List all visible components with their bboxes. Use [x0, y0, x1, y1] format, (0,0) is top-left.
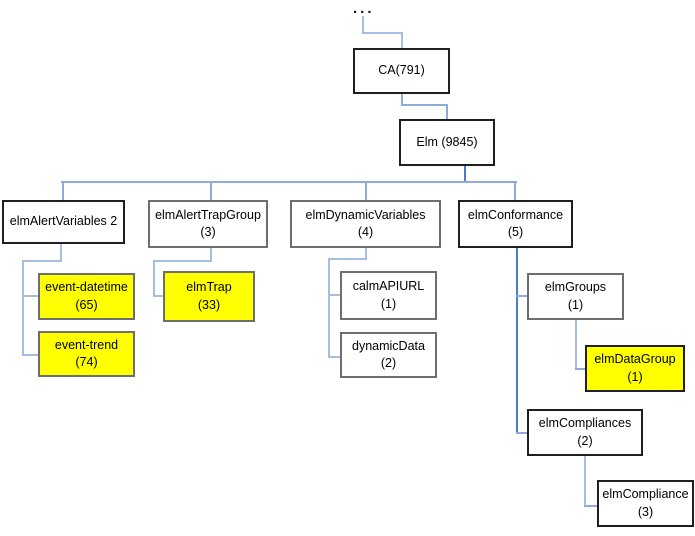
- connector-elm-compliances-to-elm-compliance: [584, 456, 586, 507]
- connector-rail-to-elm-dynamic-variables: [365, 181, 367, 200]
- node-label: calmAPIURL: [352, 279, 425, 293]
- connector-to-event-trend: [22, 354, 38, 356]
- node-label: elmAlertVariables 2: [9, 214, 118, 229]
- connector-elm-alert-trap-group-drop: [153, 260, 212, 262]
- connector-ellipsis-to-ca: [362, 32, 403, 34]
- node-elm-label: Elm (9845): [416, 134, 478, 149]
- connector-to-event-datetime: [22, 295, 38, 297]
- node-ca: CA(791): [353, 48, 450, 94]
- node-count: (65): [75, 297, 98, 312]
- connector-elm-alert-variables-trunk: [22, 260, 24, 356]
- node-elm-alert-variables: elmAlertVariables 2: [2, 200, 125, 244]
- node-elm-data-group: elmDataGroup (1): [585, 345, 685, 392]
- node-count: (4): [357, 225, 374, 239]
- connector-elm-groups-to-elm-data-group: [575, 320, 577, 370]
- node-count: (1): [567, 297, 584, 312]
- node-elm-alert-trap-group: elmAlertTrapGroup (3): [148, 200, 268, 248]
- node-count: (5): [507, 225, 524, 239]
- connector-elm-alert-variables-drop: [60, 244, 62, 262]
- node-label: elmDynamicVariables: [305, 207, 426, 222]
- node-dynamic-data: dynamicData (2): [340, 332, 437, 378]
- connector-elm-alert-trap-group-trunk: [153, 260, 155, 297]
- node-elm-groups: elmGroups (1): [527, 273, 624, 320]
- node-label: event-trend: [54, 337, 119, 352]
- node-label: elmCompliances: [538, 416, 632, 430]
- connector-elm-dynamic-variables-trunk: [328, 258, 330, 358]
- node-count: (33): [197, 297, 221, 312]
- connector-to-elm-groups: [516, 295, 527, 297]
- connector-elm-alert-variables-drop: [22, 260, 62, 262]
- node-label: elmTrap: [186, 280, 232, 294]
- connector-elm-conformance-trunk: [516, 248, 518, 434]
- node-label: elmConformance: [467, 207, 564, 222]
- connector-elm-dynamic-variables-drop: [365, 248, 367, 260]
- connector-ca-to-elm: [401, 94, 403, 106]
- node-elm-compliance: elmCompliance (3): [597, 480, 694, 527]
- node-elm: Elm (9845): [399, 119, 495, 166]
- connector-ca-to-elm: [401, 104, 448, 106]
- node-count: (74): [75, 355, 98, 369]
- node-label: event-datetime: [45, 280, 128, 294]
- node-ca-label: CA(791): [378, 63, 425, 78]
- collapsed-parent-ellipsis: ...: [353, 0, 375, 17]
- connector-elm-dynamic-variables-drop: [328, 258, 367, 260]
- node-event-trend: event-trend (74): [38, 331, 135, 377]
- node-elm-compliances: elmCompliances (2): [527, 409, 643, 456]
- connector-elm-to-rail: [464, 166, 466, 183]
- connector-elm-groups-to-elm-data-group: [575, 368, 587, 370]
- connector-ca-to-elm: [446, 104, 448, 119]
- node-count: (3): [200, 225, 216, 239]
- node-elm-conformance: elmConformance (5): [458, 200, 573, 248]
- node-label: elmGroups: [544, 280, 607, 294]
- node-elm-trap: elmTrap (33): [163, 271, 255, 322]
- connector-rail-to-elm-alert-trap-group: [210, 181, 212, 200]
- node-count: (2): [577, 433, 593, 448]
- node-elm-dynamic-variables: elmDynamicVariables (4): [290, 200, 441, 248]
- node-count: (3): [637, 504, 654, 519]
- node-calm-apiurl: calmAPIURL (1): [340, 271, 437, 320]
- connector-rail-to-elm-conformance: [514, 181, 516, 200]
- connector-elm-compliances-to-elm-compliance: [584, 505, 597, 507]
- node-count: (1): [380, 296, 397, 311]
- node-count: (2): [380, 356, 397, 370]
- node-label: elmAlertTrapGroup: [155, 207, 261, 222]
- node-event-datetime: event-datetime (65): [38, 273, 135, 320]
- connector-ellipsis-to-ca: [401, 32, 403, 48]
- connector-to-elm-trap: [153, 295, 163, 297]
- node-label: dynamicData: [352, 338, 425, 353]
- connector-elm-alert-trap-group-drop: [210, 248, 212, 262]
- connector-children-rail: [61, 181, 517, 183]
- node-label: elmCompliance: [602, 487, 689, 501]
- connector-to-elm-compliances: [516, 432, 527, 434]
- node-count: (1): [627, 369, 643, 384]
- connector-ellipsis-to-ca: [362, 16, 364, 33]
- connector-rail-to-elm-alert-variables: [62, 181, 64, 200]
- connector-to-calm-apiurl: [328, 294, 340, 296]
- connector-to-dynamic-data: [328, 356, 340, 358]
- node-label: elmDataGroup: [594, 352, 676, 366]
